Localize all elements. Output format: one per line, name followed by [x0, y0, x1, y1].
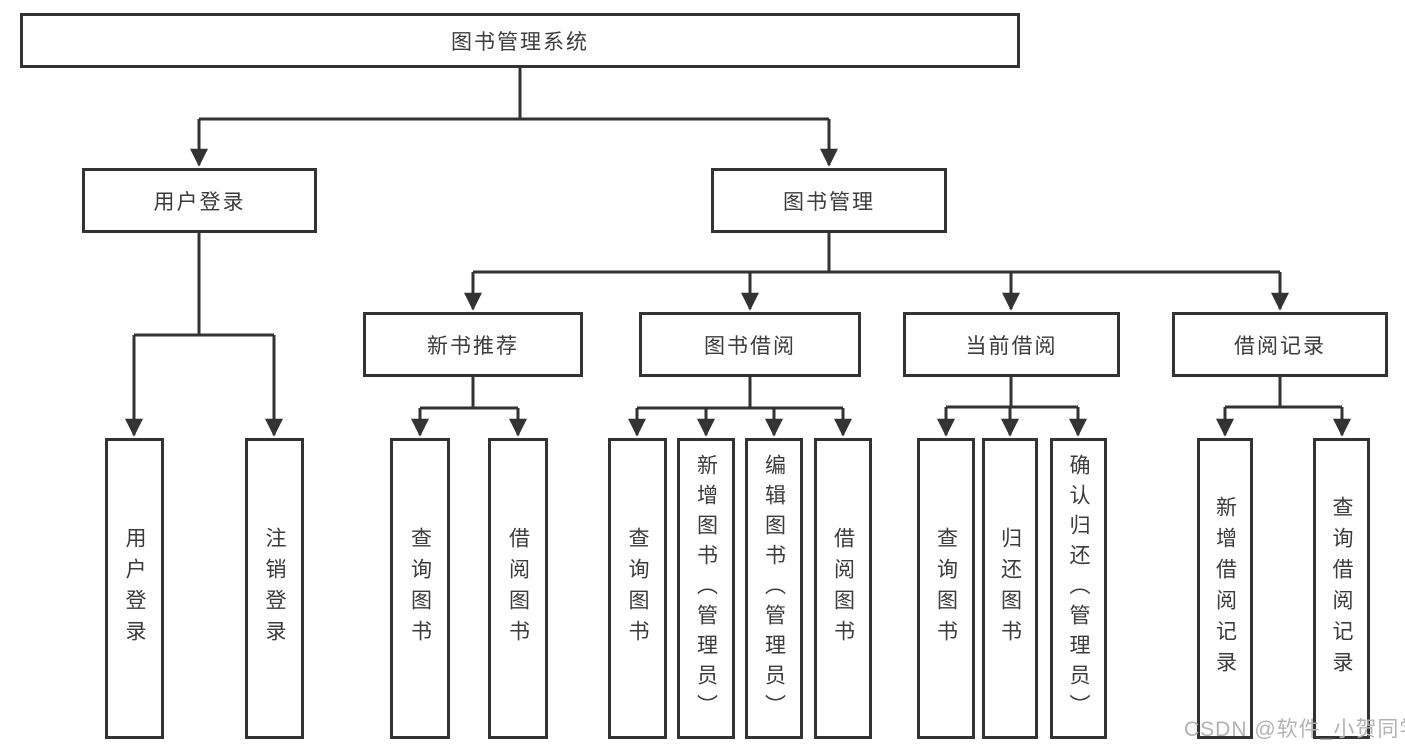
node-label: 借阅图书 — [831, 526, 855, 651]
node-label: 图书管理系统 — [451, 30, 589, 54]
node-label: 借阅记录 — [1234, 334, 1326, 358]
node-label: 查询图书 — [408, 526, 432, 651]
node-label: 归还图书 — [998, 526, 1022, 651]
node-label: 注销登录 — [263, 526, 286, 651]
node-label: 查询借阅记录 — [1330, 495, 1353, 682]
node-leaf-query-borrow-record: 查询借阅记录 — [1313, 438, 1370, 739]
node-label: 图书借阅 — [704, 334, 796, 358]
node-leaf-add-books-admin: 新增图书（管理员） — [677, 438, 735, 739]
node-label: 新书推荐 — [427, 334, 519, 358]
node-label: 当前借阅 — [965, 334, 1058, 358]
node-leaf-add-borrow-record: 新增借阅记录 — [1197, 438, 1253, 739]
node-user-login: 用户登录 — [82, 168, 317, 233]
node-label: 确认归还（管理员） — [1067, 453, 1090, 724]
node-label: 查询图书 — [626, 526, 649, 651]
node-leaf-query-books-current: 查询图书 — [917, 438, 975, 739]
node-leaf-logout: 注销登录 — [245, 438, 304, 739]
node-label: 新增借阅记录 — [1213, 495, 1237, 682]
node-borrowing-records: 借阅记录 — [1172, 312, 1388, 377]
node-leaf-user-login: 用户登录 — [105, 438, 164, 739]
node-current-borrowing: 当前借阅 — [903, 312, 1120, 377]
node-label: 查询图书 — [934, 526, 958, 651]
node-leaf-query-books-borrowing: 查询图书 — [608, 438, 667, 739]
node-label: 借阅图书 — [506, 526, 530, 651]
node-leaf-edit-books-admin: 编辑图书（管理员） — [745, 438, 803, 739]
node-leaf-confirm-return-admin: 确认归还（管理员） — [1050, 438, 1107, 739]
node-new-book-recommend: 新书推荐 — [363, 312, 583, 377]
watermark-text: CSDN @软件_小贺同学 — [1184, 718, 1405, 741]
node-book-borrowing: 图书借阅 — [639, 312, 861, 377]
node-label: 新增图书（管理员） — [694, 453, 718, 724]
node-leaf-borrow-books-recommend: 借阅图书 — [488, 438, 548, 739]
node-leaf-borrow-books-borrowing: 借阅图书 — [814, 438, 872, 739]
node-label: 用户登录 — [123, 526, 146, 651]
node-leaf-return-books: 归还图书 — [982, 438, 1038, 739]
node-library-management-system: 图书管理系统 — [20, 13, 1020, 68]
node-label: 编辑图书（管理员） — [762, 453, 786, 724]
node-label: 用户登录 — [153, 190, 246, 214]
node-leaf-query-books-recommend: 查询图书 — [390, 438, 450, 739]
node-book-management: 图书管理 — [711, 168, 947, 233]
node-label: 图书管理 — [783, 190, 875, 214]
